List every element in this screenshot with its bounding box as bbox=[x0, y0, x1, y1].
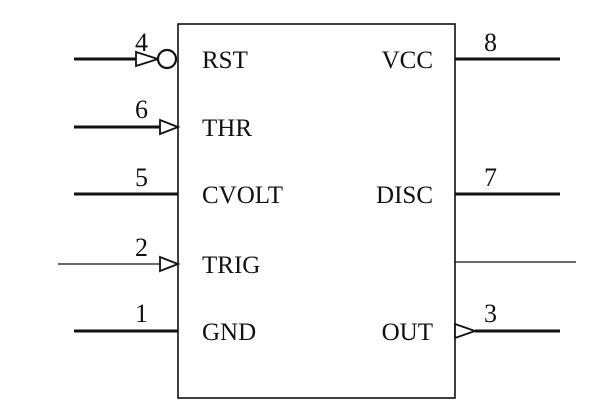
pin-vcc-number: 8 bbox=[484, 28, 497, 57]
pin-disc-label: DISC bbox=[376, 182, 433, 209]
pin-cvolt-number: 5 bbox=[135, 163, 148, 192]
pin-disc-number: 7 bbox=[484, 163, 497, 192]
pin-thr: 6 THR bbox=[74, 95, 252, 142]
pin-rst-number: 4 bbox=[135, 28, 148, 57]
pin-gnd-number: 1 bbox=[135, 299, 148, 328]
pin-out-label: OUT bbox=[382, 319, 433, 346]
pin-out: 3 OUT bbox=[382, 299, 560, 346]
ic-body bbox=[177, 23, 456, 399]
pin-thr-number: 6 bbox=[135, 95, 148, 124]
pin-disc: 7 DISC bbox=[376, 163, 560, 209]
pin-trig-label: TRIG bbox=[202, 252, 260, 279]
pin-rst: 4 RST bbox=[74, 28, 248, 74]
pin-rst-bubble bbox=[156, 48, 178, 70]
pin-thr-label: THR bbox=[202, 115, 252, 142]
pin-gnd-label: GND bbox=[202, 319, 256, 346]
pin-cvolt: 5 CVOLT bbox=[74, 163, 283, 209]
pin-trig-arrow bbox=[159, 255, 181, 273]
pin-trig-number: 2 bbox=[135, 233, 148, 262]
pin-out-number: 3 bbox=[484, 299, 497, 328]
pin-trig: 2 TRIG bbox=[58, 233, 260, 279]
pin-gnd: 1 GND bbox=[74, 299, 256, 346]
pin-rst-label: RST bbox=[202, 47, 248, 74]
pin-thr-arrow bbox=[159, 118, 181, 136]
pin-out-arrow bbox=[454, 322, 478, 340]
pin-vcc-label: VCC bbox=[382, 47, 433, 74]
pin-vcc: 8 VCC bbox=[382, 28, 560, 74]
pin-rst-arrow bbox=[135, 50, 161, 68]
pin-cvolt-label: CVOLT bbox=[202, 182, 283, 209]
